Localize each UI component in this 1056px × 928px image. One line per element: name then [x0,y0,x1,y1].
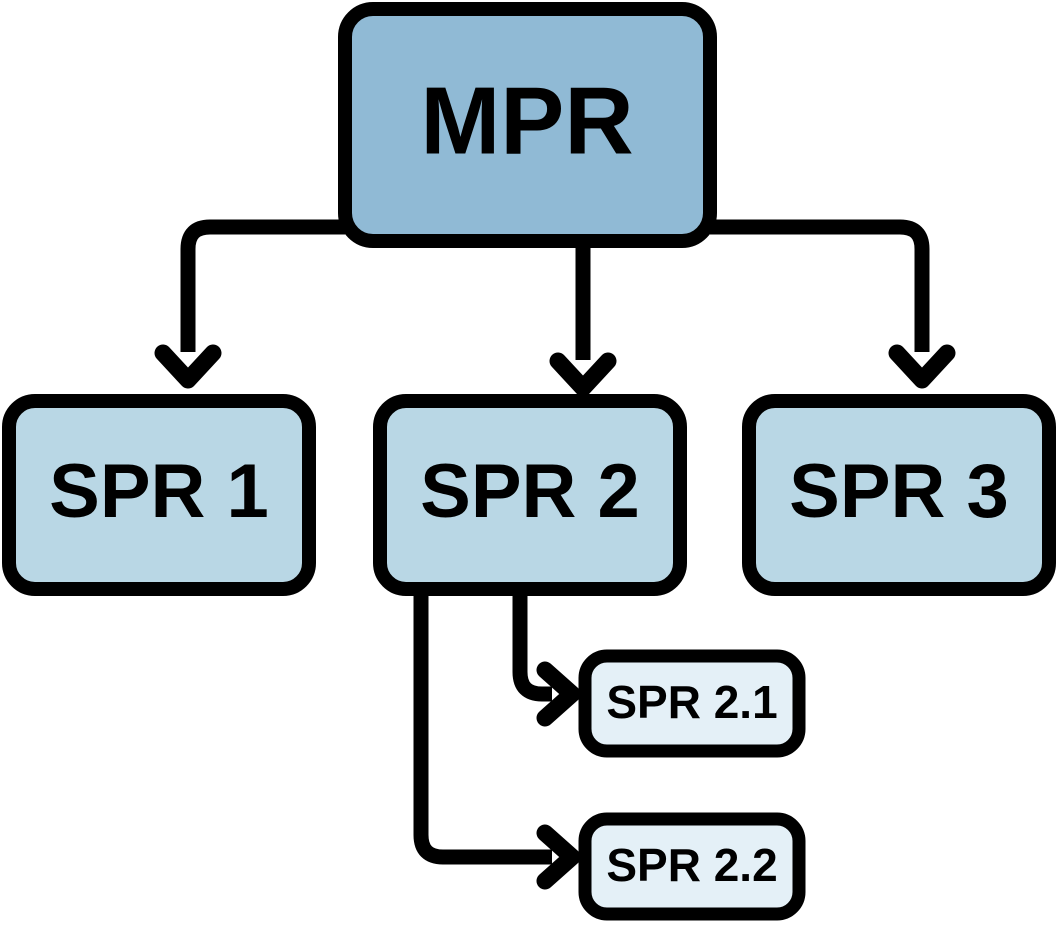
edge-spr2-to-spr2-1 [512,592,552,702]
node-spr3-box[interactable] [742,394,1056,596]
node-mpr-label: MPR [420,67,633,174]
node-spr2-1-label: SPR 2.1 [606,676,777,728]
node-spr1-box[interactable] [2,394,316,596]
edge-spr2-to-spr2-2 [413,592,552,865]
edge-mpr-to-spr3 [710,219,930,352]
node-spr2-1[interactable]: SPR 2.1 [578,649,806,758]
node-spr2-2[interactable]: SPR 2.2 [578,812,806,921]
arrowhead-spr2-2 [536,824,581,890]
node-spr2[interactable]: SPR 2 [373,394,687,596]
node-mpr-box[interactable] [338,2,717,248]
node-spr1[interactable]: SPR 1 [2,394,316,596]
arrowhead-spr1 [154,344,222,389]
arrowhead-spr2-1 [536,661,581,727]
node-spr2-box[interactable] [373,394,687,596]
node-spr3[interactable]: SPR 3 [742,394,1056,596]
node-spr1-label: SPR 1 [49,449,269,534]
node-spr2-label: SPR 2 [420,449,640,534]
arrowhead-spr3 [888,344,956,389]
node-spr2-2-box[interactable] [578,812,806,921]
edge-mpr-to-spr1 [180,219,345,352]
arrowhead-spr2 [549,352,617,397]
node-spr2-2-label: SPR 2.2 [606,839,777,891]
node-spr3-label: SPR 3 [789,449,1009,534]
node-spr2-1-box[interactable] [578,649,806,758]
node-mpr[interactable]: MPR [338,2,717,248]
